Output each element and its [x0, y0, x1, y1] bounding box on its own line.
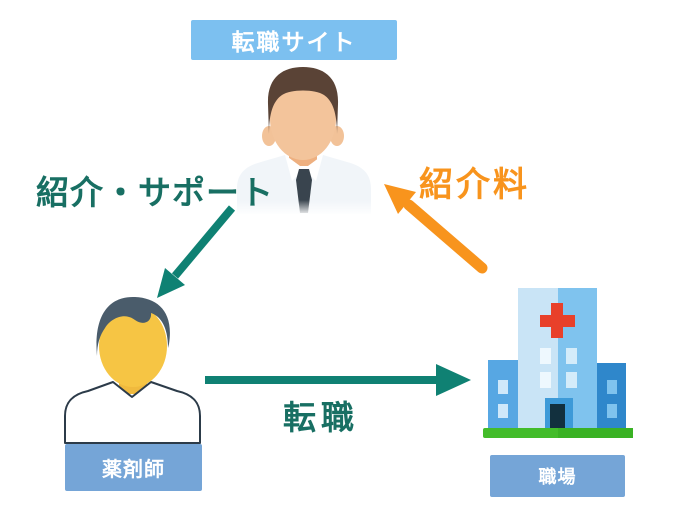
hospital-building-illustration — [483, 288, 633, 438]
pharmacist-person-illustration — [64, 296, 201, 444]
edge-label-intro-support: 紹介・サポート — [36, 174, 274, 211]
node-label-job-change-site: 転職サイト — [191, 20, 397, 60]
arrow-intro-support — [157, 205, 236, 298]
edge-label-job-change: 転職 — [283, 399, 359, 436]
edge-label-referral-fee: 紹介料 — [419, 166, 530, 204]
recruiter-person-illustration — [228, 67, 380, 214]
red-cross-icon — [540, 303, 575, 338]
node-label-pharmacist: 薬剤師 — [65, 444, 202, 491]
node-label-workplace: 職場 — [490, 455, 625, 497]
